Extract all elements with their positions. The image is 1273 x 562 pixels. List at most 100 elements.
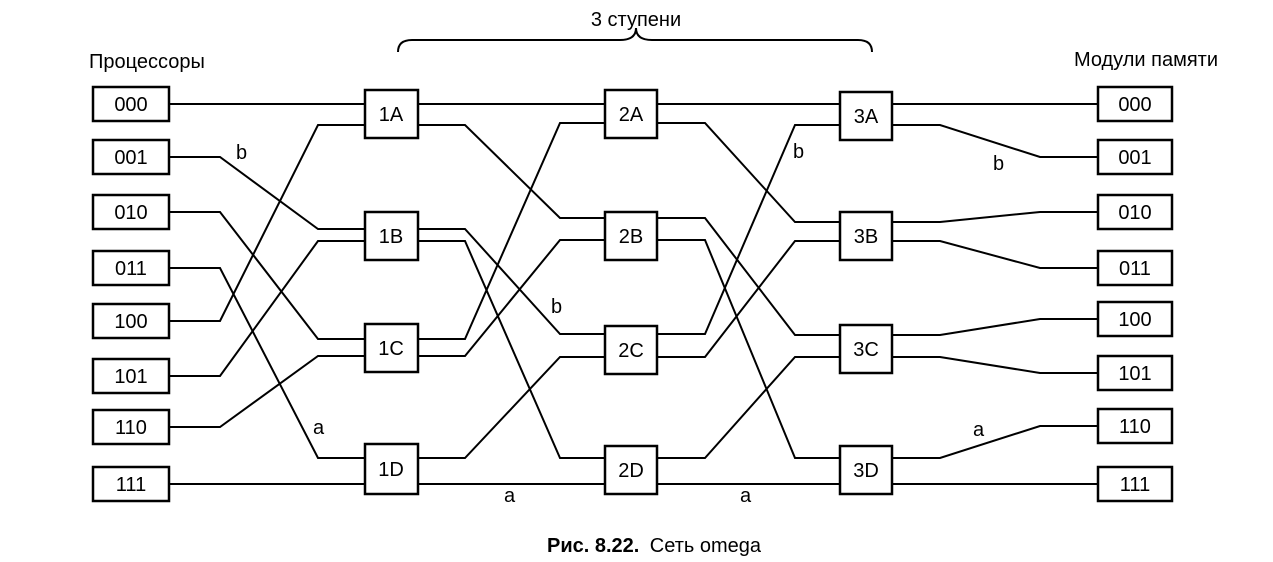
switch-box: 1D [363,442,420,496]
caption-number: Рис. 8.22. [547,535,639,557]
wire-3D-m110 [892,425,1098,459]
switch-label: 3A [854,106,879,128]
wire-1C-2A [418,122,605,340]
memory-modules-header: Модули памяти [1074,49,1218,71]
switch-box: 3C [838,323,894,375]
memory-label: 101 [1118,363,1151,385]
processor-label: 011 [115,258,147,280]
memory-box: 111 [1096,465,1174,503]
processor-label: 110 [115,417,147,439]
wire-2C-3B [657,240,840,358]
stage3-switches: 3A 3B 3C 3D [838,90,894,496]
path-label-b: b [993,153,1004,175]
switch-box: 2A [603,88,659,140]
switch-box: 1B [363,210,420,262]
stages-brace [397,27,873,53]
switch-label: 2B [619,226,643,248]
memory-box: 000 [1096,85,1174,123]
memory-label: 010 [1118,202,1151,224]
wire-p110-1C [170,355,365,428]
memory-box: 001 [1096,138,1174,176]
wire-2D-3C [657,356,840,459]
wire-1B-2C [418,228,605,335]
processor-label: 101 [114,366,147,388]
memory-box: 100 [1096,300,1174,338]
wire-1A-2B [418,124,605,219]
switch-box: 3A [838,90,894,142]
switch-label: 1C [378,338,404,360]
switch-box: 3B [838,210,894,262]
caption-title: Сеть omega [650,535,762,557]
memory-boxes: 000 001 010 011 100 101 110 111 [1096,85,1174,503]
wire-3C-m100 [892,318,1098,336]
processor-box: 010 [91,193,171,231]
wire-1C-2B [418,239,605,357]
processor-box: 101 [91,357,171,395]
memory-box: 101 [1096,354,1174,392]
wire-p011-1D [170,267,365,459]
switch-label: 2D [618,460,644,482]
path-label-a: a [313,417,325,439]
switch-label: 1A [379,104,404,126]
memory-box: 011 [1096,249,1174,287]
memory-label: 110 [1119,416,1151,438]
switch-box: 3D [838,444,894,496]
wire-2C-3A [657,124,840,335]
switch-label: 2A [619,104,644,126]
switch-label: 1D [378,459,404,481]
path-label-b: b [236,142,247,164]
processor-label: 010 [114,202,147,224]
path-label-b: b [551,296,562,318]
wire-p101-1B [170,240,365,377]
memory-box: 110 [1096,407,1174,445]
wire-1D-2C [418,356,605,459]
wire-3C-m101 [892,356,1098,374]
switch-label: 1B [379,226,403,248]
switch-label: 2C [618,340,644,362]
memory-label: 100 [1118,309,1151,331]
memory-label: 000 [1118,94,1151,116]
switch-box: 2D [603,444,659,496]
figure-caption: Рис. 8.22. Сеть omega [547,535,762,557]
path-label-b: b [793,141,804,163]
switch-label: 3B [854,226,878,248]
memory-label: 011 [1119,258,1151,280]
memory-box: 010 [1096,193,1174,231]
processors-header: Процессоры [89,51,205,73]
wire-p100-1A [170,124,365,322]
switch-box: 2B [603,210,659,262]
wire-p010-1C [170,211,365,340]
wire-1B-2D [418,240,605,459]
memory-label: 111 [1120,474,1150,496]
processor-box: 000 [91,85,171,123]
processor-label: 100 [114,311,147,333]
processor-box: 100 [91,302,171,340]
switch-box: 1C [363,322,420,374]
path-label-a: a [504,485,516,507]
stages-label: 3 ступени [591,9,681,31]
processor-label: 000 [114,94,147,116]
switch-label: 3C [853,339,879,361]
switch-box: 2C [603,324,659,376]
wire-2A-3B [657,122,840,223]
processor-box: 111 [91,465,171,503]
wire-2B-3D [657,239,840,459]
wire-3B-m010 [892,211,1098,223]
wire-3A-m001 [892,124,1098,158]
path-label-a: a [973,419,985,441]
wire-3B-m011 [892,240,1098,269]
path-labels: b b b b a a a a [236,141,1004,507]
processor-box: 011 [91,249,171,287]
switch-label: 3D [853,460,879,482]
wire-p001-1B [170,156,365,230]
processor-label: 001 [114,147,147,169]
processor-box: 110 [91,408,171,446]
processor-boxes: 000 001 010 011 100 101 110 111 [91,85,171,503]
switch-box: 1A [363,88,420,140]
memory-label: 001 [1118,147,1151,169]
path-label-a: a [740,485,752,507]
processor-box: 001 [91,138,171,176]
stage2-switches: 2A 2B 2C 2D [603,88,659,496]
processor-label: 111 [116,474,146,496]
